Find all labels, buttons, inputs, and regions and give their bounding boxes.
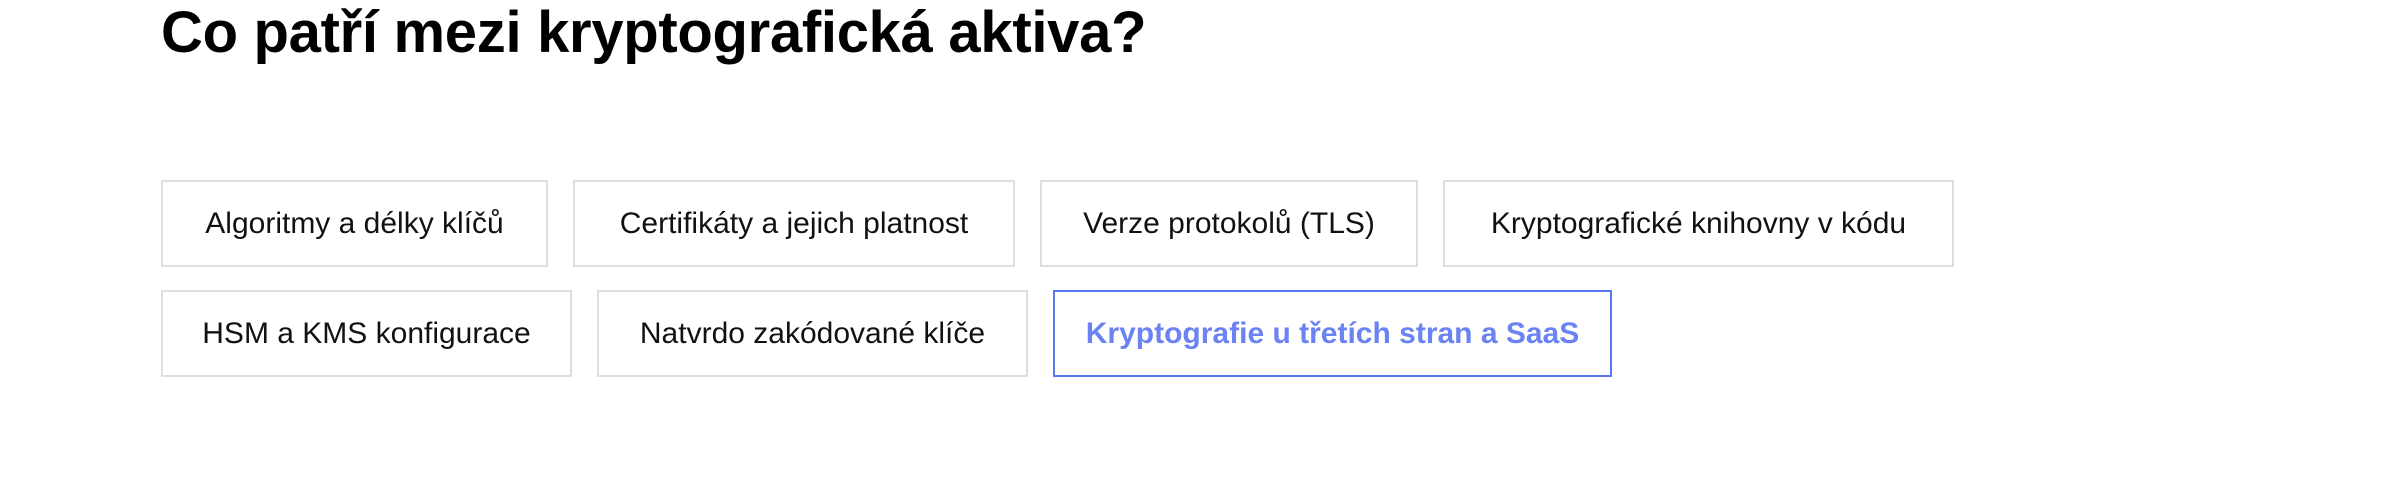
chip-certificates-validity[interactable]: Certifikáty a jejich platnost	[573, 180, 1015, 267]
chip-hardcoded-keys[interactable]: Natvrdo zakódované klíče	[597, 290, 1028, 377]
page-title: Co patří mezi kryptografická aktiva?	[161, 0, 1147, 65]
chip-hsm-kms-configuration[interactable]: HSM a KMS konfigurace	[161, 290, 572, 377]
chip-protocol-versions-tls[interactable]: Verze protokolů (TLS)	[1040, 180, 1418, 267]
chip-row-2: HSM a KMS konfigurace Natvrdo zakódované…	[161, 290, 2261, 377]
chip-crypto-libraries-in-code[interactable]: Kryptografické knihovny v kódu	[1443, 180, 1954, 267]
chip-third-party-saas-crypto[interactable]: Kryptografie u třetích stran a SaaS	[1053, 290, 1612, 377]
chip-row-1: Algoritmy a délky klíčů Certifikáty a je…	[161, 180, 2261, 267]
crypto-assets-section: Co patří mezi kryptografická aktiva? Alg…	[161, 0, 2261, 504]
topic-chip-group: Algoritmy a délky klíčů Certifikáty a je…	[161, 180, 2261, 400]
chip-algorithms-key-lengths[interactable]: Algoritmy a délky klíčů	[161, 180, 548, 267]
